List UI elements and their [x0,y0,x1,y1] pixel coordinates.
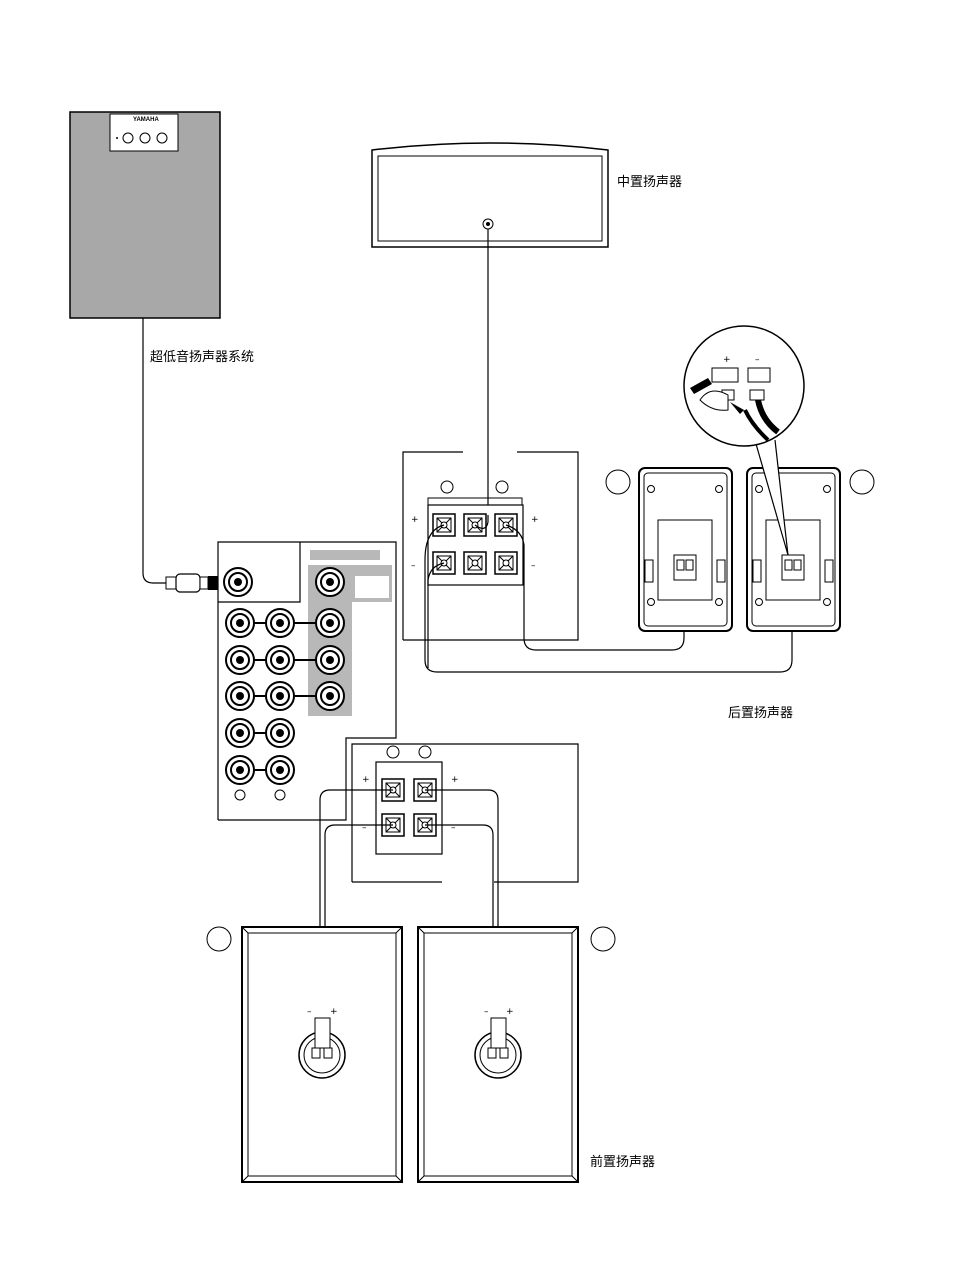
front-speaker-left [207,927,402,1182]
minus-mark: – [362,823,367,833]
plus-mark: + [330,1007,338,1017]
subwoofer-label: 超低音扬声器系统 [150,346,254,365]
receiver-front-terminals [352,744,578,882]
front-speaker-label: 前置扬声器 [590,1151,655,1170]
minus-mark: – [755,355,760,365]
center-speaker-label: 中置扬声器 [617,171,682,190]
rear-speaker-right [747,468,874,631]
plus-mark: + [451,775,459,785]
minus-mark: – [411,561,416,571]
receiver-center-rear-terminals [403,452,578,640]
plus-mark: + [531,515,539,525]
rear-speaker-left [606,468,732,631]
front-speaker-right [418,927,615,1182]
center-speaker [372,143,608,247]
minus-mark: – [307,1007,312,1017]
subwoofer-speaker [70,112,220,318]
plus-mark: + [362,775,370,785]
minus-mark: – [451,823,456,833]
plus-mark: + [723,355,731,365]
plus-mark: + [506,1007,514,1017]
brand-logo: YAMAHA [133,117,159,123]
minus-mark: – [484,1007,489,1017]
plus-mark: + [411,515,419,525]
rear-speaker-label: 后置扬声器 [728,702,793,721]
minus-mark: – [531,561,536,571]
